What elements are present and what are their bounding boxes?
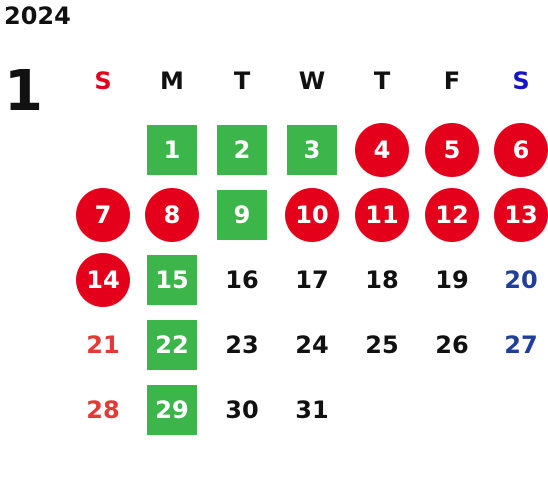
day-number: 10 bbox=[285, 188, 339, 242]
day-number: 28 bbox=[86, 396, 120, 424]
weekday-label: W bbox=[298, 67, 326, 95]
weekday-label: T bbox=[233, 67, 251, 95]
day-number: 1 bbox=[147, 125, 197, 175]
day-number: 7 bbox=[76, 188, 130, 242]
day-cell[interactable]: 30 bbox=[212, 380, 272, 440]
day-number: 30 bbox=[225, 396, 259, 424]
weekday-label: S bbox=[94, 67, 112, 95]
day-number: 25 bbox=[365, 331, 399, 359]
day-number: 22 bbox=[147, 320, 197, 370]
day-number: 17 bbox=[295, 266, 329, 294]
day-number: 8 bbox=[145, 188, 199, 242]
day-cell[interactable]: 4 bbox=[352, 120, 412, 180]
day-number: 6 bbox=[494, 123, 548, 177]
day-cell[interactable]: 3 bbox=[282, 120, 342, 180]
day-number: 29 bbox=[147, 385, 197, 435]
day-number: 14 bbox=[76, 253, 130, 307]
day-number: 4 bbox=[355, 123, 409, 177]
day-cell[interactable]: 6 bbox=[491, 120, 548, 180]
day-number: 27 bbox=[504, 331, 538, 359]
day-number: 5 bbox=[425, 123, 479, 177]
weekday-label: S bbox=[512, 67, 530, 95]
day-number: 9 bbox=[217, 190, 267, 240]
day-cell[interactable]: 12 bbox=[422, 185, 482, 245]
calendar-month: 1 bbox=[4, 59, 43, 124]
day-cell[interactable]: 24 bbox=[282, 315, 342, 375]
day-cell[interactable]: 2 bbox=[212, 120, 272, 180]
day-cell[interactable]: 19 bbox=[422, 250, 482, 310]
day-cell[interactable]: 18 bbox=[352, 250, 412, 310]
weekday-label: F bbox=[443, 67, 461, 95]
day-number: 16 bbox=[225, 266, 259, 294]
day-number: 23 bbox=[225, 331, 259, 359]
day-number: 18 bbox=[365, 266, 399, 294]
day-number: 13 bbox=[494, 188, 548, 242]
day-number: 21 bbox=[86, 331, 120, 359]
day-cell[interactable]: 10 bbox=[282, 185, 342, 245]
day-cell[interactable]: 25 bbox=[352, 315, 412, 375]
day-number: 20 bbox=[504, 266, 538, 294]
day-cell[interactable]: 23 bbox=[212, 315, 272, 375]
day-cell[interactable]: 17 bbox=[282, 250, 342, 310]
day-cell[interactable]: 28 bbox=[73, 380, 133, 440]
day-cell[interactable]: 20 bbox=[491, 250, 548, 310]
day-number: 26 bbox=[435, 331, 469, 359]
day-number: 31 bbox=[295, 396, 329, 424]
day-number: 15 bbox=[147, 255, 197, 305]
day-cell[interactable]: 15 bbox=[142, 250, 202, 310]
day-cell[interactable]: 1 bbox=[142, 120, 202, 180]
calendar-year: 2024 bbox=[4, 2, 71, 30]
day-cell[interactable]: 8 bbox=[142, 185, 202, 245]
day-cell[interactable]: 31 bbox=[282, 380, 342, 440]
day-cell[interactable]: 22 bbox=[142, 315, 202, 375]
day-cell[interactable]: 27 bbox=[491, 315, 548, 375]
day-cell[interactable]: 7 bbox=[73, 185, 133, 245]
weekday-label: T bbox=[373, 67, 391, 95]
day-number: 11 bbox=[355, 188, 409, 242]
day-cell[interactable]: 21 bbox=[73, 315, 133, 375]
day-cell[interactable]: 9 bbox=[212, 185, 272, 245]
day-number: 19 bbox=[435, 266, 469, 294]
day-number: 24 bbox=[295, 331, 329, 359]
day-cell[interactable]: 26 bbox=[422, 315, 482, 375]
day-number: 12 bbox=[425, 188, 479, 242]
weekday-label: M bbox=[160, 67, 184, 95]
day-cell[interactable]: 13 bbox=[491, 185, 548, 245]
day-cell[interactable]: 14 bbox=[73, 250, 133, 310]
day-number: 3 bbox=[287, 125, 337, 175]
day-cell[interactable]: 11 bbox=[352, 185, 412, 245]
day-cell[interactable]: 5 bbox=[422, 120, 482, 180]
day-cell[interactable]: 29 bbox=[142, 380, 202, 440]
day-cell[interactable]: 16 bbox=[212, 250, 272, 310]
day-number: 2 bbox=[217, 125, 267, 175]
